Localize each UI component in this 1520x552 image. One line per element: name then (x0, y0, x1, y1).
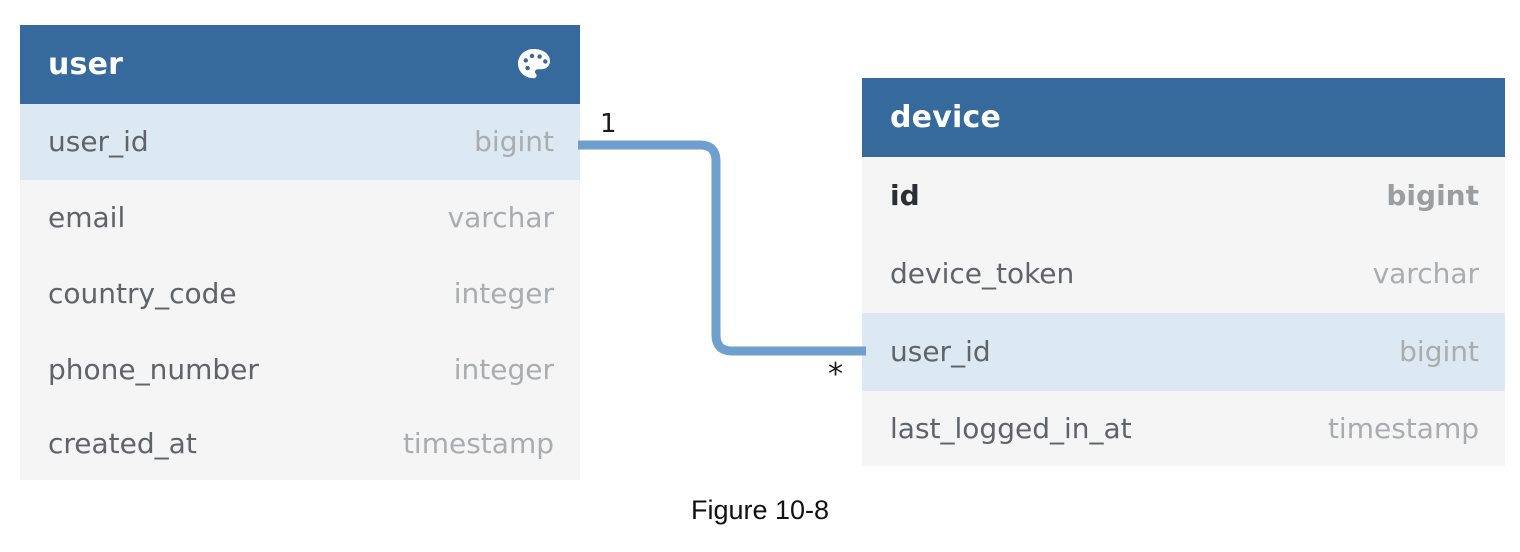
column-name: email (48, 201, 126, 234)
column-type: bigint (474, 125, 554, 158)
column-name: user_id (890, 335, 991, 368)
column-name: created_at (48, 427, 197, 460)
entity-columns-device: id bigint device_token varchar user_id b… (862, 157, 1505, 466)
entity-table-device[interactable]: device id bigint device_token varchar us… (862, 78, 1505, 466)
table-row[interactable]: country_code integer (20, 256, 580, 332)
table-row[interactable]: phone_number integer (20, 332, 580, 408)
column-name: device_token (890, 257, 1075, 290)
table-row[interactable]: device_token varchar (862, 235, 1505, 313)
entity-title-device: device (890, 99, 1001, 135)
column-type: timestamp (402, 427, 554, 460)
entity-title-user: user (48, 46, 124, 82)
table-row[interactable]: created_at timestamp (20, 408, 580, 480)
entity-header-device[interactable]: device (862, 78, 1505, 157)
column-name: id (890, 179, 920, 212)
column-type: bigint (1386, 179, 1479, 212)
column-type: integer (453, 353, 554, 386)
table-row[interactable]: last_logged_in_at timestamp (862, 391, 1505, 466)
column-name: phone_number (48, 353, 259, 386)
column-name: user_id (48, 125, 149, 158)
entity-columns-user: user_id bigint email varchar country_cod… (20, 104, 580, 480)
column-name: last_logged_in_at (890, 411, 1132, 445)
table-row[interactable]: user_id bigint (862, 313, 1505, 391)
table-row[interactable]: id bigint (862, 157, 1505, 235)
entity-table-user[interactable]: user user_id bigint email varchar (20, 25, 580, 480)
column-type: integer (453, 277, 554, 310)
column-type: varchar (447, 201, 554, 234)
table-row[interactable]: user_id bigint (20, 104, 580, 180)
column-name: country_code (48, 277, 237, 310)
column-type: timestamp (1327, 411, 1479, 445)
figure-caption: Figure 10-8 (690, 495, 830, 525)
palette-icon[interactable] (514, 45, 554, 85)
column-type: bigint (1399, 335, 1479, 368)
table-row[interactable]: email varchar (20, 180, 580, 256)
column-type: varchar (1372, 257, 1479, 290)
cardinality-label-many: * (828, 357, 843, 392)
cardinality-label-one: 1 (600, 109, 617, 139)
entity-header-user[interactable]: user (20, 25, 580, 104)
